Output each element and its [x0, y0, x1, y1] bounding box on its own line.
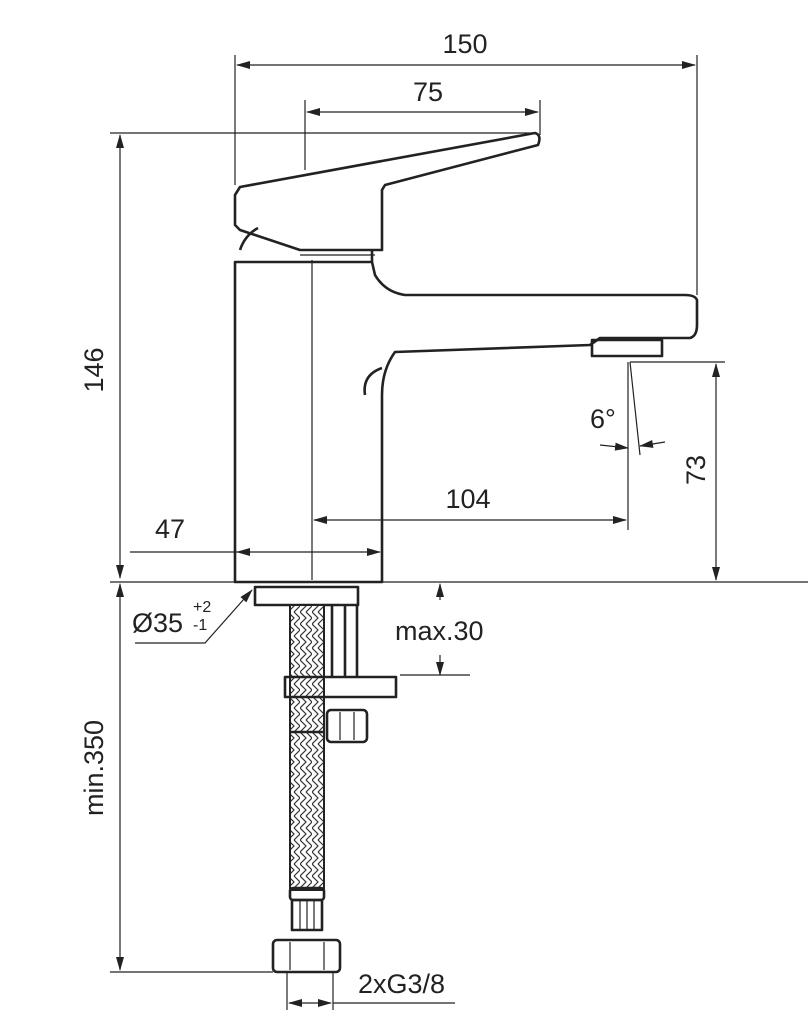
fixing-plate	[283, 675, 398, 699]
dim-base-diameter: Ø35	[132, 608, 183, 638]
flex-hose	[289, 604, 325, 891]
dim-spout-angle: 6°	[590, 404, 616, 434]
dim-body-width: 47	[155, 514, 185, 544]
dim-base-tol-plus: +2	[193, 599, 211, 616]
dimension-lines	[110, 55, 808, 1010]
dim-overall-height: 146	[79, 347, 109, 392]
connection-nut	[271, 938, 342, 974]
dim-spout-height: 73	[681, 455, 711, 485]
dim-connection: 2xG3/8	[358, 969, 445, 999]
dim-overall-width: 150	[442, 29, 487, 59]
dim-spout-reach: 104	[445, 484, 490, 514]
dim-max-deck: max.30	[395, 616, 484, 646]
dim-base-tol-minus: -1	[193, 617, 207, 634]
mounting-assembly	[253, 585, 398, 974]
faucet-body	[233, 131, 699, 584]
dim-lever-length: 75	[413, 77, 443, 107]
dim-min-hose: min.350	[79, 720, 109, 816]
lever-handle	[233, 131, 541, 252]
fixing-nut	[325, 708, 369, 744]
aerator	[590, 338, 664, 358]
